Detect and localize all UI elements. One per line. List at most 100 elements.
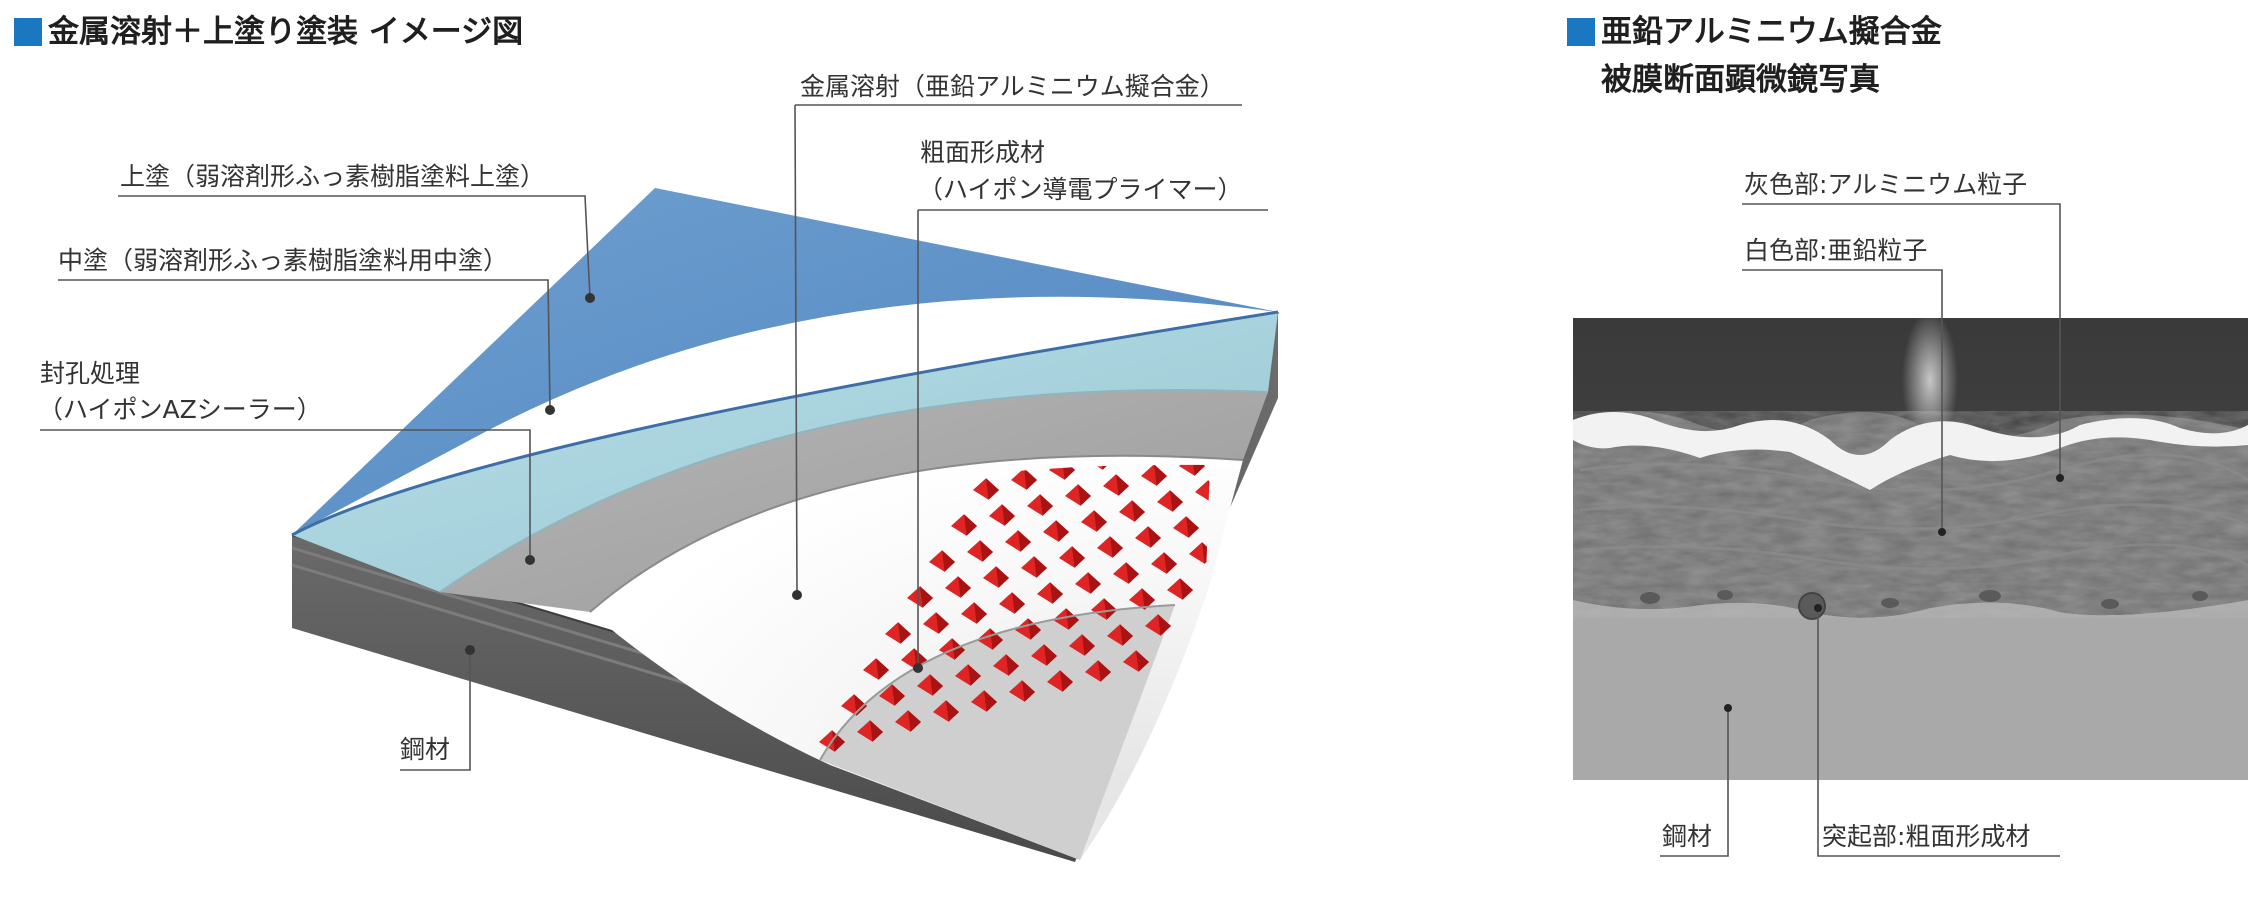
label-sealer-line1: 封孔処理: [40, 359, 141, 388]
primer-bump-shade: [1072, 546, 1085, 568]
primer-bump-shade: [1078, 484, 1091, 506]
primer-bump-shade: [1132, 500, 1145, 522]
primer-bump-shade: [1136, 650, 1149, 672]
sprayed-metal-edge: [589, 454, 1244, 613]
primer-bump-shade: [1110, 536, 1123, 558]
primer-bump-shade: [1088, 572, 1101, 594]
primer-bump-shade: [930, 674, 943, 696]
primer-bump-shade: [990, 628, 1003, 650]
primer-bump-shade: [870, 720, 883, 742]
label-primer-line2: （ハイポン導電プライマー）: [918, 175, 1243, 204]
primer-bump-shade: [1022, 680, 1035, 702]
primer-bump-shade: [1098, 660, 1111, 682]
primer-edge: [819, 604, 1176, 761]
primer-bump-shade: [898, 622, 911, 644]
primer-bump-shade: [1002, 504, 1015, 526]
primer-bump-shade: [1034, 556, 1047, 578]
leader-protrusion: [1817, 608, 2060, 857]
right-title-bullet-icon: [1567, 18, 1595, 46]
leader-topcoat: [118, 195, 591, 299]
dot-protrusion: [1814, 604, 1822, 612]
primer-bump-shade: [920, 586, 933, 608]
particles: [1640, 590, 2208, 609]
primer-bump-shade: [1044, 644, 1057, 666]
primer-bump-shade: [952, 638, 965, 660]
primer-bump-shade: [908, 710, 921, 732]
primer-bump-shade: [1170, 490, 1183, 512]
primer-bump-shade: [1094, 510, 1107, 532]
primer-bump-shade: [996, 566, 1009, 588]
dot-midcoat: [545, 405, 555, 415]
label-topcoat: 上塗（弱溶剤形ふっ素樹脂塗料上塗）: [120, 162, 546, 191]
label-protrusion: 突起部:粗面形成材: [1822, 822, 2031, 851]
primer-bump-shade: [1120, 624, 1133, 646]
primer-bump-shade: [1066, 608, 1079, 630]
primer-bump-shade: [986, 478, 999, 500]
leader-sprayed: [794, 104, 1242, 596]
primer-bump-shade: [1186, 516, 1199, 538]
label-steel: 鋼材: [400, 735, 451, 764]
primer-bump-shade: [984, 690, 997, 712]
label-white-part: 白色部:亜鉛粒子: [1744, 236, 1928, 265]
primer-bump-shade: [1116, 474, 1129, 496]
right-panel-title-line1: 亜鉛アルミニウム擬合金: [1601, 14, 1942, 50]
primer-base: [820, 605, 1175, 860]
primer-bump-shade: [968, 664, 981, 686]
label-primer-line1: 粗面形成材: [920, 138, 1046, 167]
leader-midcoat: [58, 279, 551, 411]
primer-bump-shade: [964, 514, 977, 536]
primer-bump-shade: [1006, 654, 1019, 676]
photo-glow: [1902, 318, 1958, 450]
dot-micro-steel: [1724, 704, 1732, 712]
primer-bump-shade: [946, 700, 959, 722]
leader-gray-part: [1742, 203, 2061, 478]
label-micro-steel: 鋼材: [1662, 822, 1713, 851]
sealer-layer: [440, 390, 1268, 612]
primer-bump-shade: [1012, 592, 1025, 614]
dot-gray-part: [2056, 474, 2064, 482]
dot-sprayed: [792, 590, 802, 600]
primer-bump-shade: [1062, 464, 1075, 480]
micro-leader-dots: [1724, 474, 2064, 712]
primer-bump-shade: [1192, 464, 1205, 476]
leader-micro-steel: [1660, 708, 1729, 857]
leader-white-part: [1742, 269, 1943, 532]
label-sealer-line2: （ハイポンAZシーラー）: [38, 395, 322, 424]
coating-streaks: [1579, 453, 2248, 571]
primer-bump-shade: [980, 540, 993, 562]
primer-bump-shade: [892, 684, 905, 706]
micro-leader-lines: [1660, 203, 2061, 857]
primer-bump-shade: [1082, 634, 1095, 656]
primer-bump-shade: [1164, 552, 1177, 574]
primer-bump-shade: [1018, 530, 1031, 552]
primer-bump-shade: [1050, 582, 1063, 604]
primer-bump: [1195, 480, 1210, 502]
primer-bumps: [819, 464, 1210, 752]
steel-region: [1573, 600, 2248, 780]
primer-bump-shade: [1142, 588, 1155, 610]
label-gray-part: 灰色部:アルミニウム粒子: [1744, 170, 2028, 199]
label-sprayed-metal: 金属溶射（亜鉛アルミニウム擬合金）: [800, 72, 1225, 101]
midcoat-edge: [291, 310, 1279, 537]
left-title-bullet-icon: [14, 18, 42, 46]
primer-bump-shade: [1154, 464, 1167, 486]
sealer-edge: [439, 389, 1269, 593]
primer-bump-shade: [1104, 598, 1117, 620]
coating-texture: [1573, 411, 2248, 618]
primer-bump-shade: [974, 602, 987, 624]
primer-bump-shade: [936, 612, 949, 634]
primer-bump-shade: [1056, 520, 1069, 542]
dot-sealer: [525, 555, 535, 565]
right-panel-title-line2: 被膜断面顕微鏡写真: [1601, 62, 1880, 98]
primer-bump-shade: [1180, 578, 1193, 600]
primer-bump-shade: [1024, 468, 1037, 490]
dot-topcoat: [585, 293, 595, 303]
leader-primer: [917, 209, 1268, 668]
dot-white-part: [1938, 528, 1946, 536]
leader-steel: [400, 650, 471, 771]
midcoat-layer: [292, 312, 1278, 592]
primer-bump-shade: [1040, 494, 1053, 516]
leader-sealer: [40, 429, 531, 560]
